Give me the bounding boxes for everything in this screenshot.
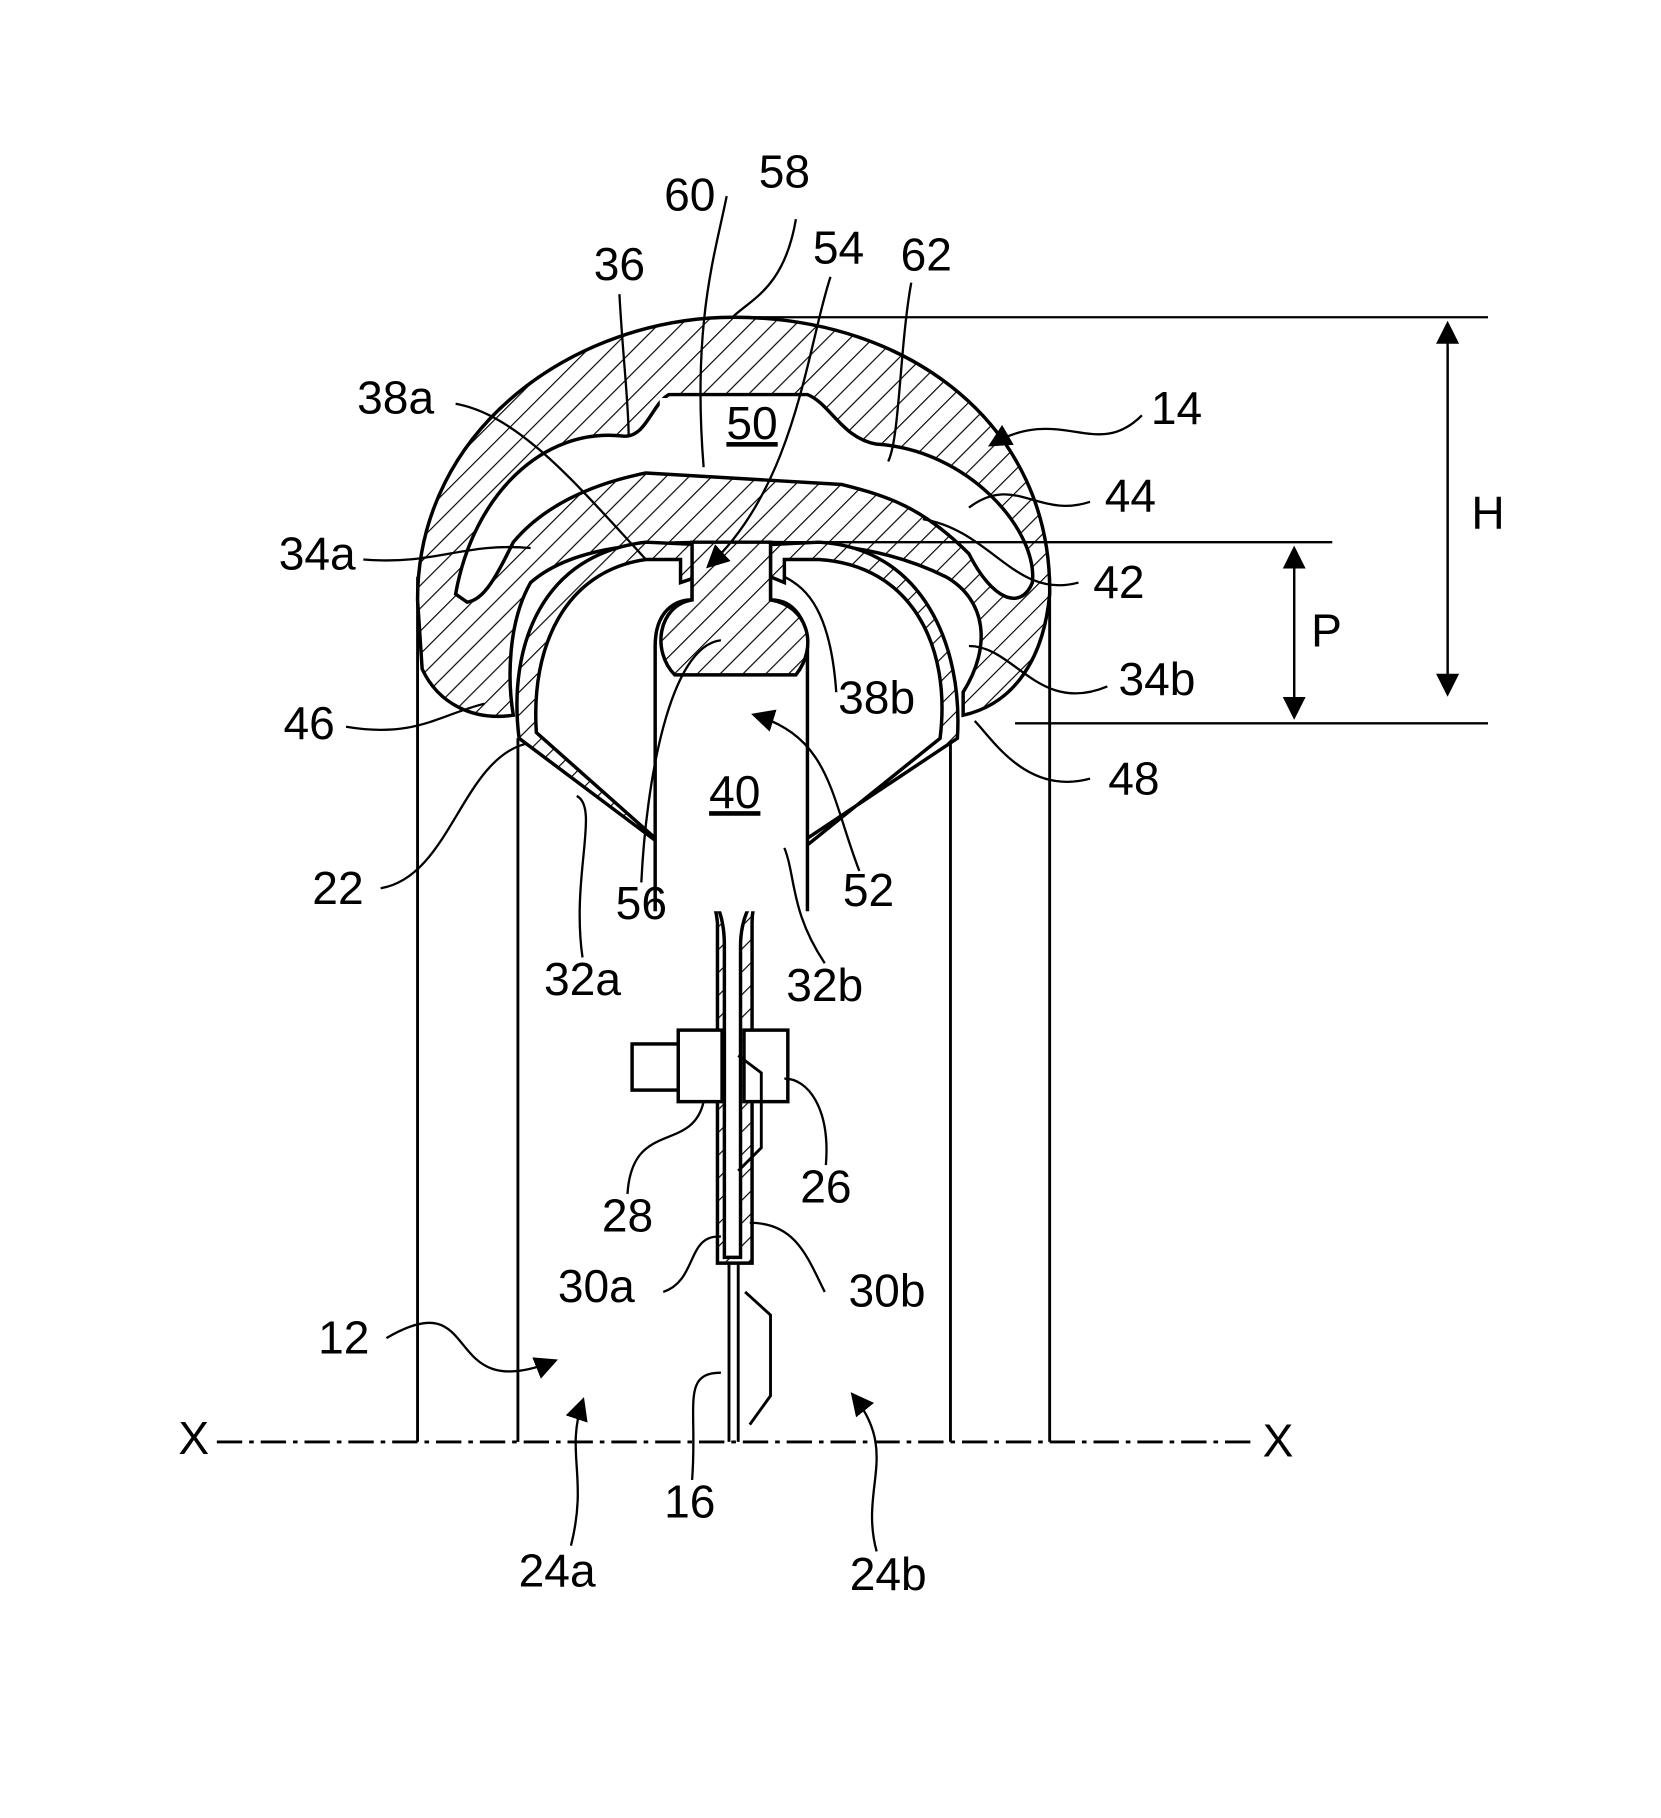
- label-44: 44: [1105, 470, 1156, 522]
- bolt: [632, 1030, 788, 1171]
- label-34b: 34b: [1118, 653, 1195, 705]
- label-16: 16: [664, 1476, 715, 1528]
- label-36: 36: [594, 238, 645, 290]
- label-38b: 38b: [838, 672, 915, 724]
- label-56: 56: [616, 877, 667, 929]
- label-38a: 38a: [357, 372, 434, 424]
- label-H: H: [1471, 487, 1504, 539]
- label-30b: 30b: [849, 1264, 926, 1316]
- label-42: 42: [1093, 556, 1144, 608]
- label-24b: 24b: [850, 1548, 927, 1600]
- label-62: 62: [901, 229, 952, 281]
- label-46: 46: [283, 697, 334, 749]
- label-48: 48: [1108, 752, 1159, 804]
- label-54: 54: [813, 222, 864, 274]
- label-28: 28: [602, 1189, 653, 1241]
- label-P: P: [1311, 605, 1342, 657]
- label-32b: 32b: [786, 959, 863, 1011]
- label-52: 52: [843, 864, 894, 916]
- label-60: 60: [664, 169, 715, 221]
- label-22: 22: [312, 862, 363, 914]
- label-50: 50: [726, 397, 777, 449]
- label-32a: 32a: [544, 953, 621, 1005]
- label-58: 58: [759, 146, 810, 198]
- label-34a: 34a: [279, 527, 356, 579]
- label-26: 26: [800, 1161, 851, 1213]
- label-14: 14: [1151, 382, 1202, 434]
- label-x-left: X: [178, 1412, 209, 1464]
- label-24a: 24a: [519, 1545, 596, 1597]
- label-x-right: X: [1263, 1414, 1294, 1466]
- label-30a: 30a: [558, 1260, 635, 1312]
- label-12: 12: [318, 1312, 369, 1364]
- label-40: 40: [709, 766, 760, 818]
